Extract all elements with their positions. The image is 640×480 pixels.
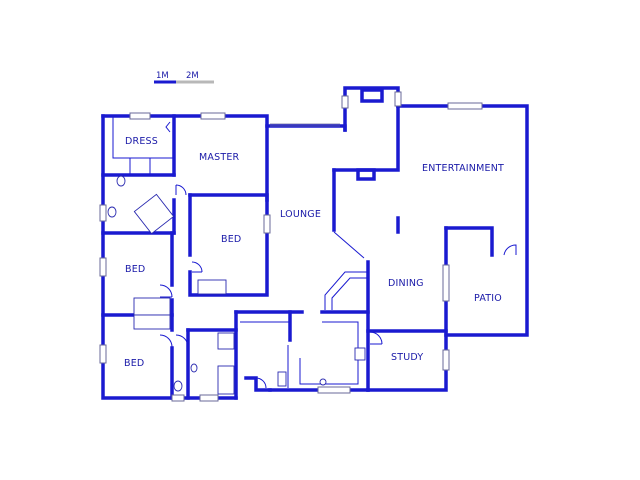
scale-label-2m: 2M (186, 71, 199, 81)
wardrobe-bed-middle (197, 279, 227, 295)
room-label-entertainment: ENTERTAINMENT (422, 163, 504, 174)
wardrobe-bed-left-lower (133, 314, 171, 330)
wall-top-left (101, 114, 269, 202)
room-label-patio: PATIO (474, 293, 502, 304)
room-label-dress: DRESS (125, 136, 158, 147)
toilet-master (116, 175, 126, 187)
scale-bar: 1M 2M (154, 71, 214, 84)
window-bed-left-upper (99, 257, 107, 277)
window-dress (129, 112, 151, 120)
wall-laundry-left (244, 376, 272, 392)
bath-bath2 (217, 365, 235, 395)
wall-lounge-top (332, 104, 400, 172)
laundry-machine (277, 371, 287, 387)
room-label-bed-middle: BED (221, 234, 241, 245)
door-bath2 (175, 334, 189, 348)
kitchen-sink (319, 378, 327, 386)
wall-patio-top (444, 226, 494, 257)
walls (101, 86, 529, 400)
shower-bath2 (217, 332, 235, 350)
room-label-bed-upper-left: BED (125, 264, 145, 275)
bath-master (133, 193, 175, 235)
door-patio (503, 244, 517, 256)
wall-top-lounge (265, 124, 347, 132)
doors (159, 121, 517, 389)
window-master (200, 112, 226, 120)
window-top-step-left (341, 95, 349, 109)
room-labels: DRESS MASTER LOUNGE ENTERTAINMENT BED BE… (124, 136, 504, 369)
dress-wardrobe (112, 116, 174, 175)
stove (354, 347, 366, 361)
toilet-bath2 (173, 380, 183, 392)
wall-top-step (343, 86, 400, 132)
wall-patio-left (366, 226, 448, 392)
room-label-bed-lower-left: BED (124, 358, 144, 369)
wardrobe-bed-left-upper (133, 297, 171, 316)
window-study (442, 349, 450, 371)
room-label-master: MASTER (199, 152, 240, 163)
wall-lounge-niche (356, 168, 376, 181)
door-lounge-angle (333, 231, 365, 259)
room-label-lounge: LOUNGE (280, 209, 321, 220)
basin-bath2 (190, 363, 198, 373)
kitchen-counter (240, 321, 359, 385)
room-label-dining: DINING (388, 278, 424, 289)
door-study (369, 331, 383, 345)
window-patio (442, 264, 450, 302)
window-bottom-bath (199, 394, 219, 402)
room-label-study: STUDY (391, 352, 423, 363)
toilet-master-2 (107, 206, 117, 218)
door-bed-left-upper (159, 284, 173, 298)
window-bed-middle (263, 214, 271, 234)
wall-top-niche (360, 88, 384, 103)
windows (99, 91, 483, 402)
window-bed-left-lower (99, 344, 107, 364)
kitchen-island (324, 271, 368, 310)
door-master (175, 184, 187, 196)
door-bed-left-lower (159, 334, 173, 348)
window-left-bath (99, 204, 107, 222)
door-laundry (255, 377, 267, 389)
wall-bed-middle (188, 193, 269, 297)
window-top-step-right (394, 91, 402, 107)
wall-entertainment-top (396, 104, 529, 337)
window-entertainment-top (447, 102, 483, 110)
door-dress (165, 121, 171, 133)
door-bed-middle (191, 261, 203, 273)
window-bottom-kitchen (317, 386, 351, 394)
fixtures (107, 116, 368, 395)
window-bottom-left (171, 394, 185, 402)
scale-label-1m: 1M (156, 71, 169, 81)
